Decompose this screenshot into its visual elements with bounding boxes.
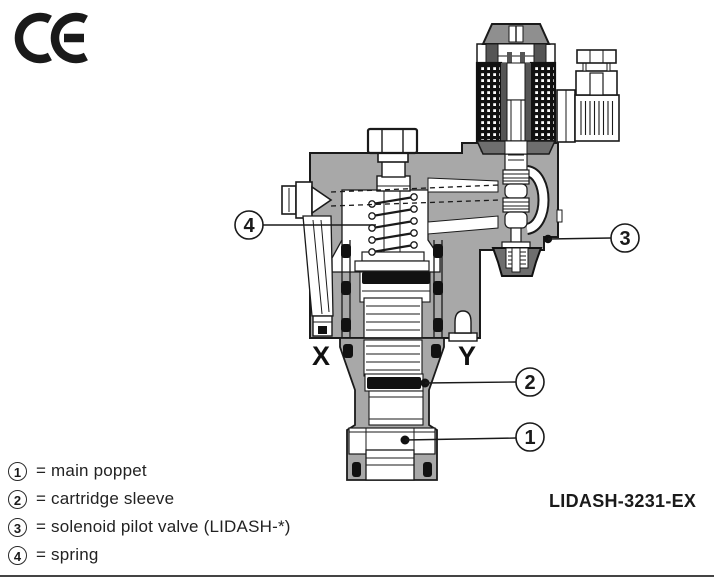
- legend-num-2: 2: [8, 489, 27, 509]
- legend-item-1: 1 = main poppet: [8, 461, 291, 481]
- connector: [556, 49, 620, 143]
- callout-3: 3: [543, 223, 640, 253]
- ce-letter-c: [14, 12, 52, 64]
- callout-4-number: 4: [243, 215, 255, 237]
- ce-letter-e: [50, 12, 88, 64]
- solenoid: [475, 23, 557, 155]
- legend: 1 = main poppet 2 = cartridge sleeve 3 =…: [8, 461, 291, 573]
- cartridge-lower: [339, 337, 445, 481]
- legend-text-3: = solenoid pilot valve (LIDASH-*): [36, 517, 291, 536]
- callout-2: 2: [420, 367, 545, 397]
- legend-num-3: 3: [8, 517, 27, 537]
- y-port-dome: [448, 310, 478, 342]
- port-label-x: X: [312, 341, 330, 371]
- legend-text-4: = spring: [36, 545, 99, 564]
- x-port-channel: [302, 215, 334, 337]
- legend-item-4: 4 = spring: [8, 545, 291, 565]
- port-label-y: Y: [458, 341, 476, 371]
- callout-1-number: 1: [524, 427, 535, 449]
- legend-num-1: 1: [8, 461, 27, 481]
- hex-plug: [366, 127, 419, 192]
- callout-1: 1: [400, 422, 545, 452]
- dashed-flow-lines: [330, 184, 500, 207]
- callout-4: 4: [234, 210, 376, 240]
- pilot-spring-nut: [491, 247, 543, 277]
- main-poppet: [365, 449, 415, 481]
- callout-3-number: 3: [619, 228, 630, 250]
- legend-item-3: 3 = solenoid pilot valve (LIDASH-*): [8, 517, 291, 537]
- bottom-rule: [0, 575, 714, 577]
- callout-2-number: 2: [524, 372, 535, 394]
- side-plug: [281, 181, 333, 219]
- ce-mark: [14, 12, 88, 64]
- legend-item-2: 2 = cartridge sleeve: [8, 489, 291, 509]
- model-label: LIDASH-3231-EX: [549, 491, 697, 511]
- legend-num-4: 4: [8, 545, 27, 565]
- solenoid-coil: [475, 61, 557, 143]
- legend-text-1: = main poppet: [36, 461, 147, 480]
- legend-text-2: = cartridge sleeve: [36, 489, 175, 508]
